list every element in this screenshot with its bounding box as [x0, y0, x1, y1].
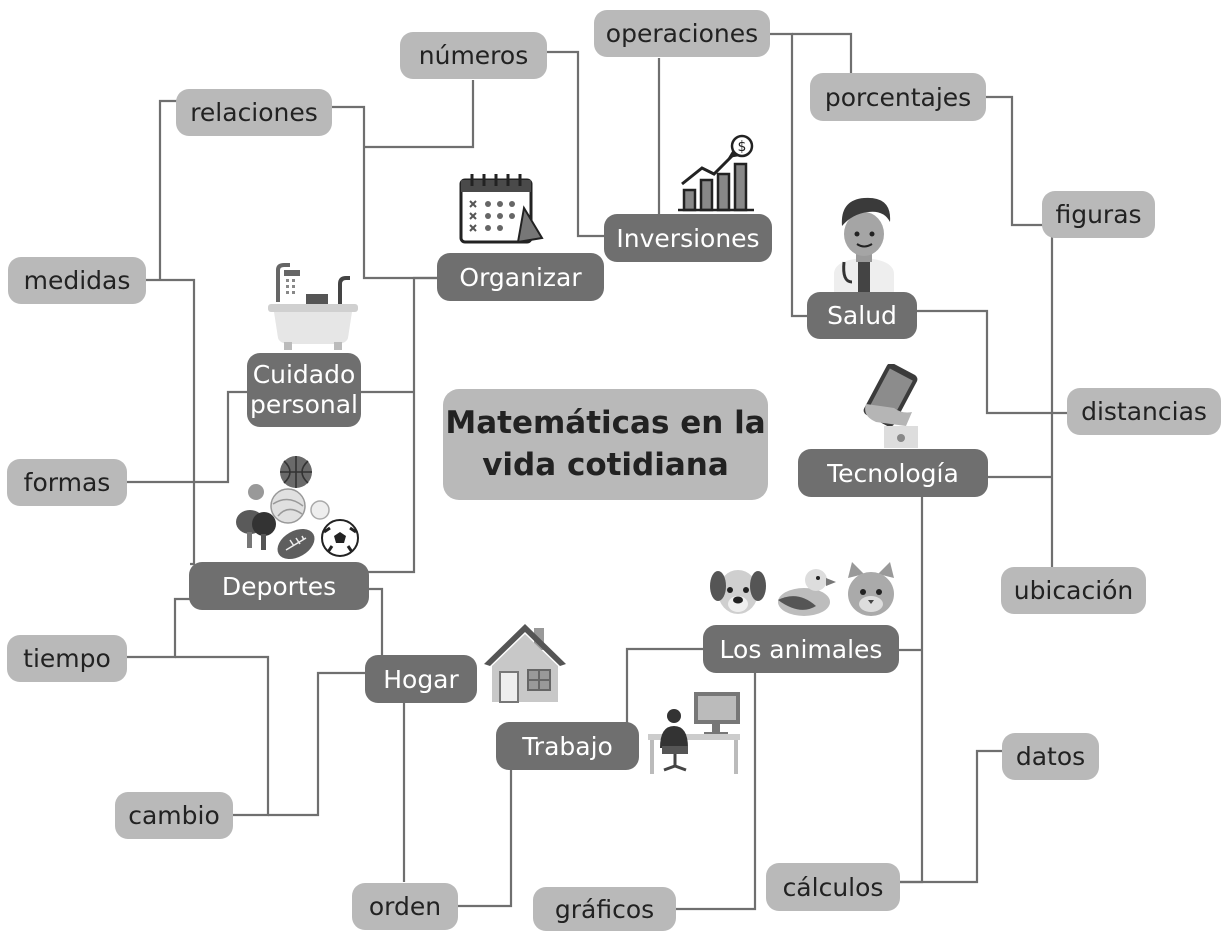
hub-tecnologia: Tecnología	[798, 449, 988, 497]
leaf-numeros: números	[400, 32, 547, 79]
leaf-calculos: cálculos	[766, 863, 900, 911]
leaf-tiempo: tiempo	[7, 635, 127, 682]
leaf-distancias: distancias	[1067, 388, 1221, 435]
doctor-icon	[834, 197, 894, 292]
hub-hogar: Hogar	[365, 655, 477, 703]
link-tiempo-cambio	[175, 655, 270, 817]
leaf-figuras: figuras	[1042, 191, 1155, 238]
link-hogar-cambio	[268, 671, 366, 817]
leaf-cambio: cambio	[115, 792, 233, 839]
hub-cuidado-line2: personal	[250, 390, 358, 419]
link-organizar-deportes	[368, 276, 438, 574]
leaf-ubicacion: ubicación	[1001, 567, 1146, 614]
link-tecnologia-calculos	[898, 497, 924, 884]
hub-salud: Salud	[807, 292, 917, 339]
link-numeros-organizar	[364, 80, 475, 149]
leaf-porcentajes: porcentajes	[810, 73, 986, 121]
link-animales-trabajo	[625, 647, 703, 723]
leaf-medidas: medidas	[8, 257, 146, 304]
link-deportes-tiempo	[125, 597, 190, 659]
leaf-graficos: gráficos	[533, 887, 676, 931]
link-numeros-inversiones	[546, 50, 606, 238]
house-icon	[484, 624, 566, 703]
leaf-orden: orden	[352, 883, 458, 930]
link-deportes-hogar	[368, 587, 384, 658]
leaf-operaciones: operaciones	[594, 10, 770, 57]
center-title: Matemáticas en la vida cotidiana	[443, 389, 768, 500]
hub-trabajo: Trabajo	[496, 722, 639, 770]
hub-cuidado-line1: Cuidado	[252, 360, 356, 389]
calendar-icon	[459, 174, 544, 244]
link-relaciones-medidas	[158, 99, 177, 280]
link-relaciones-organizar	[330, 105, 438, 280]
leaf-datos: datos	[1002, 733, 1099, 780]
bathtub-icon	[268, 263, 358, 350]
leaf-relaciones: relaciones	[176, 89, 332, 136]
hub-deportes: Deportes	[189, 562, 369, 610]
link-operaciones-porcentajes	[792, 32, 853, 73]
leaf-formas: formas	[7, 459, 127, 506]
svg-text:$: $	[738, 139, 747, 155]
center-title-line1: Matemáticas en la	[445, 404, 766, 441]
link-medidas-deportes	[145, 278, 196, 566]
growth-chart-icon: $	[678, 134, 754, 212]
link-cuidado-formas	[118, 390, 248, 484]
link-salud-distancias	[916, 309, 1070, 415]
link-trabajo-orden	[457, 768, 513, 908]
link-calculos-datos	[898, 749, 1003, 884]
hub-cuidado-personal: Cuidado personal	[247, 353, 361, 427]
link-animales-graficos	[675, 673, 757, 911]
center-title-line2: vida cotidiana	[482, 446, 729, 483]
office-worker-icon	[648, 692, 740, 774]
smartphone-icon	[863, 364, 918, 448]
link-porcentajes-figuras	[985, 95, 1045, 227]
sports-balls-icon	[236, 456, 359, 560]
link-operaciones-salud	[768, 32, 808, 318]
hub-inversiones: Inversiones	[604, 214, 772, 262]
hub-los-animales: Los animales	[703, 625, 899, 673]
animals-icon	[710, 562, 894, 616]
hub-organizar: Organizar	[437, 253, 604, 301]
